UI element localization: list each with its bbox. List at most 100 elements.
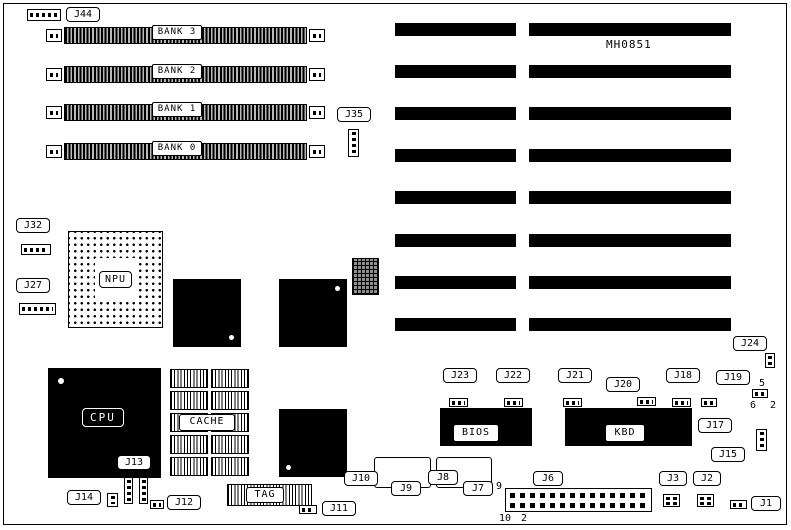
j32-connector bbox=[21, 244, 51, 255]
npu-socket: NPU bbox=[68, 231, 163, 328]
isa-slot-bar bbox=[529, 191, 731, 204]
jumper-label-j35: J35 bbox=[337, 107, 371, 122]
j1-connector bbox=[730, 500, 747, 509]
j24-connector bbox=[765, 353, 775, 368]
simm-clip bbox=[309, 145, 325, 158]
bank3-label: BANK 3 bbox=[152, 25, 202, 40]
pin-number-2: 2 bbox=[521, 513, 528, 524]
isa-slot-bar bbox=[395, 149, 516, 162]
jumper-label-j24: J24 bbox=[733, 336, 767, 351]
jumper-label-j22: J22 bbox=[496, 368, 530, 383]
pin1-dot bbox=[286, 465, 291, 470]
pin-numbers-6-2: 6 2 bbox=[750, 400, 781, 411]
j3-connector bbox=[663, 494, 680, 507]
jumper-label-j8: J8 bbox=[428, 470, 458, 485]
j27-connector bbox=[19, 303, 56, 315]
jumper-label-j11: J11 bbox=[322, 501, 356, 516]
isa-slot-bar bbox=[529, 65, 731, 78]
j17-connector bbox=[701, 398, 717, 407]
jumper-label-j20: J20 bbox=[606, 377, 640, 392]
simm-clip bbox=[46, 106, 62, 119]
j19-connector bbox=[752, 389, 768, 398]
j35-connector bbox=[348, 129, 359, 157]
simm-clip bbox=[309, 68, 325, 81]
j2-connector bbox=[697, 494, 714, 507]
npu-label: NPU bbox=[98, 271, 133, 288]
simm-clip bbox=[46, 68, 62, 81]
npu-socket-center: NPU bbox=[95, 258, 136, 301]
jumper-label-j44: J44 bbox=[66, 7, 100, 22]
isa-slot-bar bbox=[395, 276, 516, 289]
jumper-label-j32: J32 bbox=[16, 218, 50, 233]
isa-slot-bar bbox=[395, 318, 516, 331]
jumper-label-j7: J7 bbox=[463, 481, 493, 496]
isa-slot-bar bbox=[395, 191, 516, 204]
pin1-dot bbox=[335, 286, 340, 291]
j6-connector bbox=[505, 488, 652, 512]
jumper-label-j2: J2 bbox=[693, 471, 721, 486]
pin-number-5: 5 bbox=[759, 378, 766, 389]
j21-connector bbox=[563, 398, 582, 407]
simm-clip bbox=[46, 29, 62, 42]
j22-connector bbox=[504, 398, 523, 407]
cache-chip bbox=[211, 457, 249, 476]
jumper-label-j10: J10 bbox=[344, 471, 378, 486]
j14-connector bbox=[107, 493, 118, 507]
simm-clip bbox=[309, 29, 325, 42]
jumper-label-j21: J21 bbox=[558, 368, 592, 383]
j18-connector bbox=[672, 398, 691, 407]
cache-chip bbox=[170, 369, 208, 388]
pin-number-9: 9 bbox=[496, 481, 503, 492]
isa-slot-bar bbox=[529, 23, 731, 36]
j44-connector bbox=[27, 9, 61, 21]
j12-connector bbox=[150, 500, 164, 509]
cache-chip bbox=[170, 457, 208, 476]
cache-label: CACHE bbox=[179, 414, 235, 431]
j13-connector-b bbox=[139, 477, 148, 504]
pin1-dot bbox=[229, 335, 234, 340]
j15-connector bbox=[756, 429, 767, 451]
jumper-label-j17: J17 bbox=[698, 418, 732, 433]
jumper-label-j18: J18 bbox=[666, 368, 700, 383]
j13-connector-a bbox=[124, 477, 133, 504]
tag-label: TAG bbox=[246, 487, 284, 503]
jumper-label-j13: J13 bbox=[117, 455, 151, 470]
bank2-label: BANK 2 bbox=[152, 64, 202, 79]
j11-connector bbox=[299, 505, 317, 514]
j23-connector bbox=[449, 398, 468, 407]
jumper-label-j23: J23 bbox=[443, 368, 477, 383]
isa-slot-bar bbox=[395, 65, 516, 78]
jumper-label-j15: J15 bbox=[711, 447, 745, 462]
jumper-label-j19: J19 bbox=[716, 370, 750, 385]
qfp-chip bbox=[279, 409, 347, 477]
cache-chip bbox=[170, 435, 208, 454]
isa-slot-bar bbox=[529, 107, 731, 120]
jumper-label-j12: J12 bbox=[167, 495, 201, 510]
isa-slot-bar bbox=[529, 234, 731, 247]
bank1-label: BANK 1 bbox=[152, 102, 202, 117]
isa-slot-bar bbox=[395, 107, 516, 120]
jumper-label-j1: J1 bbox=[751, 496, 781, 511]
jumper-label-j9: J9 bbox=[391, 481, 421, 496]
qfp-chip bbox=[173, 279, 241, 347]
simm-clip bbox=[309, 106, 325, 119]
pin1-dot bbox=[58, 378, 64, 384]
diagram-border bbox=[3, 3, 787, 525]
bios-label: BIOS bbox=[453, 424, 499, 442]
j20-connector bbox=[637, 397, 656, 406]
cache-chip bbox=[211, 435, 249, 454]
isa-slot-bar bbox=[395, 234, 516, 247]
jumper-label-j6: J6 bbox=[533, 471, 563, 486]
kbd-label: KBD bbox=[605, 424, 645, 442]
jumper-label-j3: J3 bbox=[659, 471, 687, 486]
isa-slot-bar bbox=[529, 149, 731, 162]
crystal-oscillator bbox=[352, 258, 379, 295]
isa-slot-bar bbox=[529, 276, 731, 289]
bank0-label: BANK 0 bbox=[152, 141, 202, 156]
simm-clip bbox=[46, 145, 62, 158]
qfp-chip bbox=[279, 279, 347, 347]
jumper-label-j14: J14 bbox=[67, 490, 101, 505]
isa-slot-bar bbox=[395, 23, 516, 36]
board-part-number: MH0851 bbox=[606, 38, 652, 51]
